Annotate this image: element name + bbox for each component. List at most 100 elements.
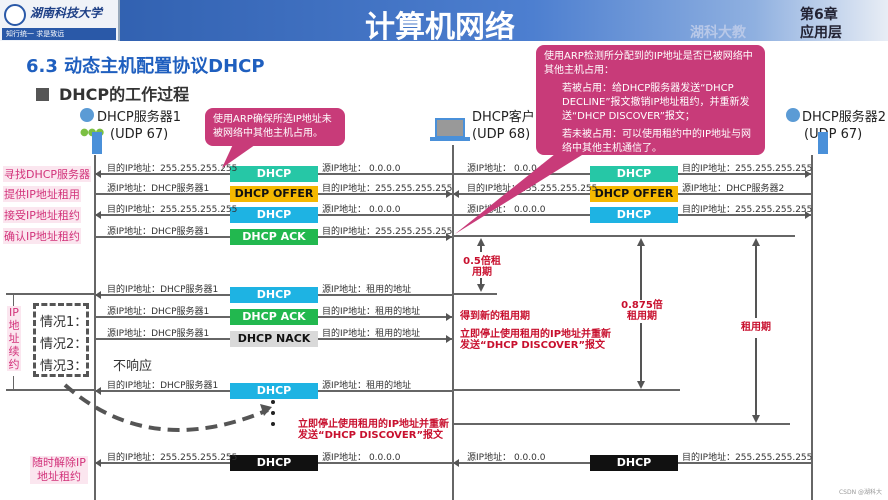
label-find-server: 寻找DHCP服务器 [3,166,92,182]
message-left-address: 目的IP地址：DHCP服务器1 [107,381,219,391]
label-confirm: 确认IP地址租约 [3,228,81,244]
client-timeline [452,145,454,500]
message-left-address: 源IP地址：DHCP服务器1 [107,227,210,237]
arrow-head-icon [95,170,101,178]
message-left-address: 源IP地址： 0.0.0.0 [467,205,546,215]
half-lease-label: 0.5倍租用期 [463,256,501,278]
server1-timeline [94,155,96,500]
label-release: 随时解除IP地址租约 [30,456,88,484]
full-lease-label: 租用期 [741,322,771,333]
subsection-title: DHCP的工作过程 [36,81,189,105]
message-right-address: 源IP地址： 0.0.0.0 [322,453,401,463]
message-ack: DHCP ACK [230,309,318,325]
server1-icon [80,108,94,122]
message-right-address: 目的IP地址：255.255.255.255 [322,227,453,237]
course-title: 计算机网络 [365,10,515,45]
server1-port: (UDP 67) [110,127,169,142]
case-3: 情况3： [40,359,88,374]
message-right-address: 源IP地址：租用的地址 [322,381,412,391]
header-bar [0,0,888,41]
motto: 知行统一 求是致远 [2,28,116,40]
seven-eighths-lease-label: 0.875倍租用期 [621,300,663,322]
renew-arrow-down [13,376,14,390]
message-right-address: 源IP地址： 0.0.0.0 [322,205,401,215]
message-left-address: 目的IP地址：255.255.255.255 [107,205,238,215]
chapter-number: 第6章 [800,7,838,23]
message-left-address: 源IP地址：DHCP服务器1 [107,307,210,317]
message-left-address: 源IP地址：DHCP服务器1 [107,329,210,339]
message-left-address: 源IP地址：DHCP服务器1 [107,184,210,194]
message-right-address: 目的IP地址：255.255.255.255 [682,164,813,174]
label-accept: 接受IP地址租约 [3,207,81,223]
server2-device-icon [818,132,828,154]
arp-if-unused: 若未被占用：可以使用租约中的IP地址与网络中其他主机通信了。 [562,129,751,154]
ellipsis-dot [271,400,275,404]
university-logo: 湖南科技大学 知行统一 求是致远 [0,0,120,41]
message-ack: DHCP ACK [230,229,318,245]
message-left-address: 目的IP地址：255.255.255.255 [107,453,238,463]
ack-result: 得到新的租用期 [460,311,530,322]
arp-callout-short: 使用ARP确保所选IP地址未被网络中其他主机占用。 [205,108,345,146]
arp-callout-detail: 使用ARP检测所分配到的IP地址是否已被网络中其他主机占用： 若被占用：给DHC… [536,45,765,155]
seal-icon [4,4,26,26]
university-name: 湖南科技大学 [30,6,103,20]
arrow-head-icon [95,211,101,219]
message-right-address: 目的IP地址：255.255.255.255 [682,205,813,215]
message-right-address: 目的IP地址：255.255.255.255 [682,453,813,463]
message-right-address: 目的IP地址：255.255.255.255 [322,184,453,194]
watermark: 湖科大教 [690,25,746,41]
message-request: DHCP REQUEST [590,207,678,237]
cases-box [33,303,89,377]
label-offer: 提供IP地址租用 [3,186,81,202]
renew-line-bottom [6,389,96,391]
label-renew: IP地址续约 [7,306,21,371]
message-left-address: 目的IP地址：DHCP服务器1 [107,285,219,295]
client-port: (UDP 68) [472,127,531,142]
case-2: 情况2： [40,337,88,352]
server2-timeline [811,155,813,500]
arrow-head-icon [95,291,101,299]
message-right-address: 目的IP地址：租用的地址 [322,307,421,317]
arp-intro: 使用ARP检测所分配到的IP地址是否已被网络中其他主机占用： [544,51,753,76]
renew-line-top [6,293,96,295]
renew-arrow-up [13,294,14,306]
no-response-label: 不响应 [113,359,153,374]
arp-if-used: 若被占用：给DHCP服务器发送“DHCP DECLINE”报文撤销IP地址租约，… [562,83,750,122]
ellipsis-dot [271,422,275,426]
message-release: DHCP RELEASE [590,455,678,485]
ellipsis-dot [271,411,275,415]
arrow-head-icon [95,387,101,395]
message-left-address: 源IP地址： 0.0.0.0 [467,453,546,463]
dashed-arrow-head [260,404,272,416]
bullet-icon [36,88,49,101]
footer-watermark: CSDN @湖科大 [838,489,882,496]
arrow-head-icon [453,459,459,467]
arrow-head-icon [805,211,811,219]
arrow-head-icon [453,190,459,198]
server1-label: DHCP服务器1 [97,110,181,125]
message-right-address: 源IP地址：DHCP服务器2 [682,184,785,194]
message-right-address: 目的IP地址：租用的地址 [322,329,421,339]
message-left-address: 目的IP地址：255.255.255.255 [107,164,238,174]
case-1: 情况1： [40,315,88,330]
section-title: 6.3 动态主机配置协议DHCP [26,56,265,77]
arrow-head-icon [446,313,452,321]
server2-icon [786,108,800,122]
server2-label: DHCP服务器2 [802,110,886,125]
chapter-name: 应用层 [800,25,842,41]
arrow-head-icon [446,233,452,241]
arrow-head-icon [446,190,452,198]
laptop-base-icon [430,137,470,141]
message-release: DHCP RELEASE [230,455,318,485]
arrow-head-icon [95,459,101,467]
message-nack: DHCP NACK [230,331,318,347]
message-offer: DHCP OFFER [230,186,318,202]
message-left-address: 源IP地址： 0.0.0.0 [467,164,546,174]
subsection-text: DHCP的工作过程 [59,85,190,104]
message-offer: DHCP OFFER [590,186,678,202]
message-right-address: 源IP地址： 0.0.0.0 [322,164,401,174]
message-left-address: 目的IP地址：255.255.255.255 [467,184,598,194]
nack-result: 立即停止使用租用的IP地址并重新发送“DHCP DISCOVER”报文 [460,329,612,351]
message-right-address: 源IP地址：租用的地址 [322,285,412,295]
